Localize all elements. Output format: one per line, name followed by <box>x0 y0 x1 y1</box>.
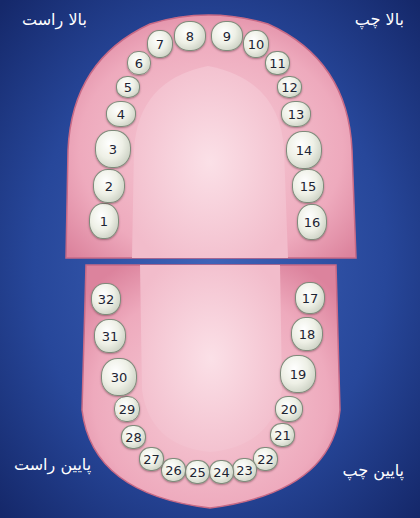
tooth-number: 27 <box>143 453 160 466</box>
tooth-number: 14 <box>296 144 313 157</box>
lower-jaw <box>82 265 340 508</box>
tooth: 30 <box>101 358 137 396</box>
tooth-number: 8 <box>186 30 194 43</box>
tooth: 9 <box>211 21 243 51</box>
tooth-number: 23 <box>236 464 253 477</box>
tooth-number: 2 <box>105 180 113 193</box>
tooth: 17 <box>295 282 325 314</box>
quadrant-label: بالا راست <box>22 10 87 29</box>
tooth: 24 <box>209 460 234 484</box>
tooth: 15 <box>292 169 324 203</box>
quadrant-label: پایین چپ <box>343 461 404 480</box>
tooth-number: 17 <box>302 292 319 305</box>
tooth-number: 29 <box>119 403 136 416</box>
tooth-number: 20 <box>281 403 298 416</box>
tooth: 10 <box>243 30 269 58</box>
tooth-number: 24 <box>213 466 230 479</box>
tooth-number: 10 <box>248 38 265 51</box>
tooth-number: 28 <box>125 431 142 444</box>
tooth-number: 4 <box>117 108 125 121</box>
tooth: 11 <box>265 51 290 75</box>
tooth-number: 16 <box>304 216 321 229</box>
tooth-number: 15 <box>300 180 317 193</box>
tooth: 31 <box>94 319 126 353</box>
tooth-number: 19 <box>290 368 307 381</box>
tooth: 29 <box>114 396 140 422</box>
tooth: 12 <box>277 76 302 98</box>
tooth-number: 21 <box>274 429 291 442</box>
tooth: 13 <box>281 101 311 127</box>
tooth-number: 3 <box>109 143 117 156</box>
tooth-number: 25 <box>189 466 206 479</box>
tooth: 21 <box>270 423 295 447</box>
tooth: 20 <box>275 396 303 422</box>
tooth: 14 <box>286 131 322 169</box>
tooth: 23 <box>232 458 257 482</box>
tooth: 18 <box>291 317 323 351</box>
tooth: 25 <box>185 460 210 484</box>
tooth-number: 7 <box>156 38 164 51</box>
tooth-number: 18 <box>299 328 316 341</box>
tooth-number: 9 <box>223 30 231 43</box>
tooth: 8 <box>174 21 206 51</box>
tooth-number: 5 <box>124 81 132 94</box>
tooth: 4 <box>106 101 136 127</box>
tooth-number: 12 <box>281 81 298 94</box>
tooth: 3 <box>95 130 131 168</box>
tooth-number: 6 <box>135 57 143 70</box>
tooth-number: 1 <box>100 215 108 228</box>
tooth: 27 <box>139 447 164 471</box>
floor-of-mouth <box>140 265 282 452</box>
tooth: 28 <box>121 425 146 449</box>
palate <box>132 66 288 258</box>
quadrant-label: بالا چپ <box>355 10 404 29</box>
tooth: 2 <box>93 169 125 203</box>
tooth-number: 13 <box>288 108 305 121</box>
tooth-number: 11 <box>269 57 286 70</box>
tooth: 32 <box>91 283 121 315</box>
tooth: 6 <box>127 51 151 75</box>
tooth-number: 32 <box>98 293 115 306</box>
tooth-number: 31 <box>102 330 119 343</box>
tooth-number: 30 <box>111 371 128 384</box>
tooth: 26 <box>161 458 186 482</box>
tooth: 7 <box>147 30 173 58</box>
tooth: 5 <box>116 76 140 98</box>
tooth: 19 <box>280 355 316 393</box>
tooth: 16 <box>297 204 327 240</box>
tooth-number: 26 <box>165 464 182 477</box>
tooth-number: 22 <box>257 453 274 466</box>
tooth: 1 <box>89 203 119 239</box>
upper-jaw <box>66 15 356 258</box>
quadrant-label: پایین راست <box>14 455 91 474</box>
